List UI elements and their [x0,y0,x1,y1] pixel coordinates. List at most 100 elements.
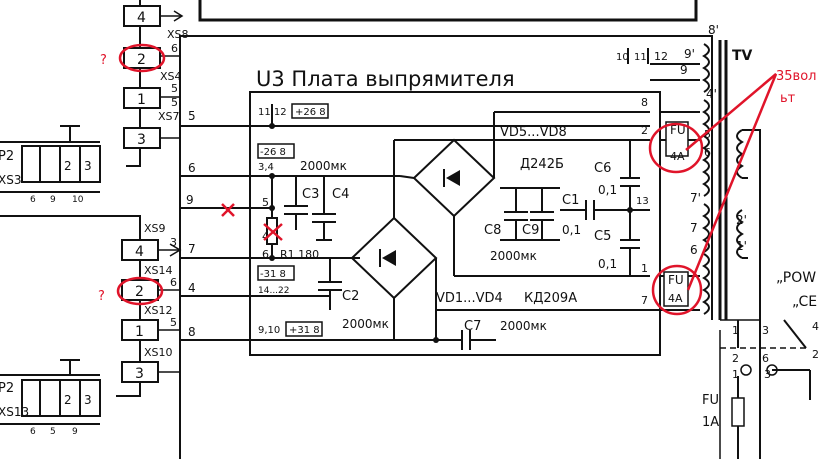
box-3-top: 3 [137,132,146,148]
d242b-label: Д242Б [520,157,564,172]
wire-3-down [126,148,141,167]
r-2p: 2' [736,213,747,227]
xs14-label: XS14 [144,264,173,277]
question-mark-bottom: ? [98,289,105,304]
p2-foot-6b: 6 [30,427,36,437]
switch-contact-1 [740,364,752,376]
connector-box-1-top [123,87,161,109]
board-title: U3 Плата выпрямителя [256,67,515,91]
left-7: 7 [188,242,196,256]
kd209a-label: КД209А [524,291,577,306]
p2-label-top: P2 [0,149,14,164]
fu-main-rating: 1A [702,415,719,430]
pin-12: 12 [654,50,668,63]
ce-label: „CE [792,294,817,310]
primary-feed [742,129,761,459]
v-plus-268-box [291,103,329,119]
fuse-main-body [731,397,745,427]
p2-foot-9: 9 [50,195,56,205]
tv-coil-upper [702,99,710,197]
c4-label: C4 [332,187,349,202]
pw-4: 4 [812,320,819,333]
red-pointer-lines [685,73,778,291]
pin-11: 11 [634,52,647,63]
box-2-bottom: 2 [135,284,144,300]
p2-pin-3-top: 3 [84,159,92,173]
left-5: 5 [188,109,196,123]
r-7p: 7' [690,191,701,205]
v-minus-268: -26 8 [260,147,286,158]
pin-14-22: 14...22 [258,286,290,296]
left-6: 6 [188,161,196,175]
b-1: 1 [641,262,648,275]
cap-2000-c89: 2000мк [490,249,537,263]
bridge-vd1-vd4-diode [382,250,396,266]
top-box-4: 4 [137,10,146,26]
box-4-mid: 4 [135,244,144,260]
pin-6-bottom: 6 [170,276,177,289]
vd1-vd4-label: VD1...VD4 [436,291,503,306]
n-5: 5 [262,196,269,209]
red-circle-fu-bottom [651,264,703,316]
box-1-bottom: 1 [135,324,144,340]
pw-6: 6 [762,352,769,365]
pw-3b: 3 [764,368,771,381]
xs10-label: XS10 [144,346,173,359]
r-5: 5 [704,128,711,141]
cap-2000-top: 2000мк [300,159,347,173]
box-2-top: 2 [137,52,146,68]
wire-3-down-b [116,382,141,397]
bridge-vd5-vd8-diode [446,170,460,186]
left-8: 8 [188,325,196,339]
xs8-label: XS8 [167,28,189,41]
fu-top-rating: 4A [670,150,685,163]
pin-5a: 5 [171,82,178,95]
c7-label: C7 [464,319,481,334]
volt-note-line2: ьт [780,91,796,106]
c6-label: C6 [594,161,611,176]
box-3-bottom: 3 [135,366,144,382]
xs3-label: XS3 [0,173,21,187]
c5-label: C5 [594,229,611,244]
pw-2b: 2 [812,348,819,361]
p2-foot-5b: 5 [50,427,56,437]
p2-label-bottom: P2 [0,381,14,396]
node-c7 [433,337,439,343]
pin-9p: 9' [684,47,695,61]
vd5-vd8-label: VD5...VD8 [500,125,567,140]
b-13: 13 [636,196,649,207]
cap-2000-c2: 2000мк [342,317,389,331]
n-4: 4 [262,230,269,243]
u3-board-outline [179,35,713,436]
upper-board-edge [198,0,698,22]
left-9: 9 [186,193,194,207]
red-x-line9-b [221,203,235,217]
r-4p: 4' [706,87,717,101]
v-plus-318-box [285,321,323,337]
v-minus-268-box [257,143,295,159]
tv-coil-top [702,43,710,93]
tv-primary-coil-2 [736,209,744,259]
node-5 [269,123,275,129]
red-circle-top-pin [118,43,166,73]
arrow-top [173,10,184,22]
c1-label: C1 [562,193,579,208]
top-pin-6: 6 [171,42,178,55]
c2-label: C2 [342,289,359,304]
c3-label: C3 [302,187,319,202]
arrow-xs9 [169,243,182,257]
fu-bottom: FU [668,273,684,287]
xs12-label: XS12 [144,304,173,317]
p2-pin-2-bottom: 2 [64,393,72,407]
cap-2000-c7: 2000мк [500,319,547,333]
pin-3-mid: 3 [170,236,177,249]
node-13 [627,207,633,213]
rectifier-pcb-outline [249,91,661,356]
v01-a: 0,1 [598,183,617,197]
n-6: 6 [262,248,269,261]
pw-1b: 1 [732,368,739,381]
v01-b: 0,1 [562,223,581,237]
question-mark-top: ? [100,53,107,68]
red-circle-bottom-pin [116,276,164,306]
